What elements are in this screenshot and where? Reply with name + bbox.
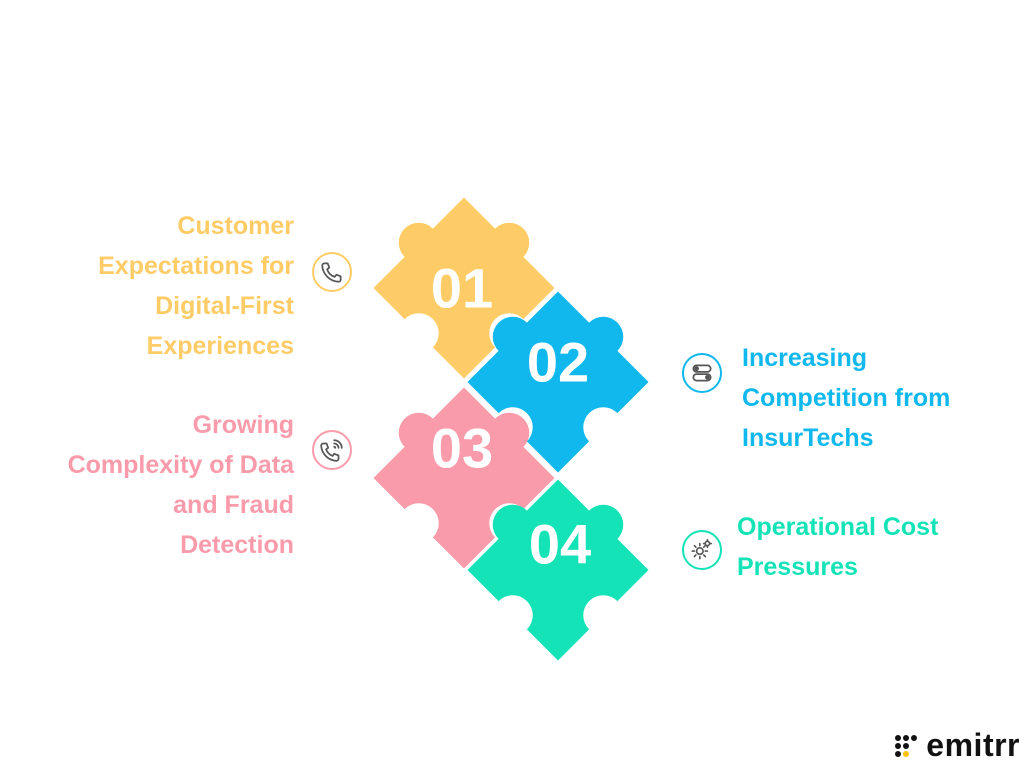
item-4-icon-badge: [682, 530, 722, 570]
puzzle-piece-01: [373, 197, 555, 379]
item-2-line-3: InsurTechs: [742, 424, 874, 452]
phone-icon: [321, 262, 342, 283]
item-3-line-2: Complexity of Data: [67, 451, 294, 479]
emitrr-logo: emitrr: [894, 727, 1020, 764]
item-2-line-2: Competition from: [742, 384, 951, 412]
item-3-label: Growing Complexity of Data and Fraud Det…: [20, 405, 294, 565]
item-3-line-4: Detection: [180, 531, 294, 559]
logo-wordmark: emitrr: [926, 727, 1020, 763]
item-4-line-1: Operational Cost: [737, 513, 939, 541]
emitrr-dots-icon: [895, 734, 918, 757]
item-4-label: Operational Cost Pressures: [737, 507, 1012, 587]
item-1-line-4: Experiences: [146, 332, 294, 360]
item-2-line-1: Increasing: [742, 344, 868, 372]
item-3-line-3: and Fraud: [173, 491, 294, 519]
puzzle-piece-03: [373, 387, 555, 569]
item-4-line-2: Pressures: [737, 553, 858, 581]
gears-icon: [691, 538, 713, 560]
item-1-label: Customer Expectations for Digital-First …: [20, 206, 294, 366]
item-2-label: Increasing Competition from InsurTechs: [742, 338, 1012, 458]
puzzle-piece-01-shape: [373, 197, 555, 379]
item-1-icon-badge: [312, 252, 352, 292]
item-1-line-1: Customer: [177, 212, 294, 240]
puzzle-piece-03-shape: [373, 387, 555, 569]
item-2-icon-badge: [682, 353, 722, 393]
phone-signal-icon: [320, 439, 343, 462]
item-1-line-2: Expectations for: [98, 252, 294, 280]
piece-number-03: 03: [431, 417, 493, 480]
item-3-icon-badge: [312, 430, 352, 470]
toggle-switch-icon: [692, 364, 712, 382]
piece-number-02: 02: [527, 331, 589, 394]
puzzle-piece-02: [467, 291, 649, 473]
piece-number-04: 04: [529, 513, 591, 576]
item-3-line-1: Growing: [192, 411, 294, 439]
puzzle-piece-02-shape: [467, 291, 649, 473]
piece-number-01: 01: [431, 257, 493, 320]
item-1-line-3: Digital-First: [155, 292, 294, 320]
